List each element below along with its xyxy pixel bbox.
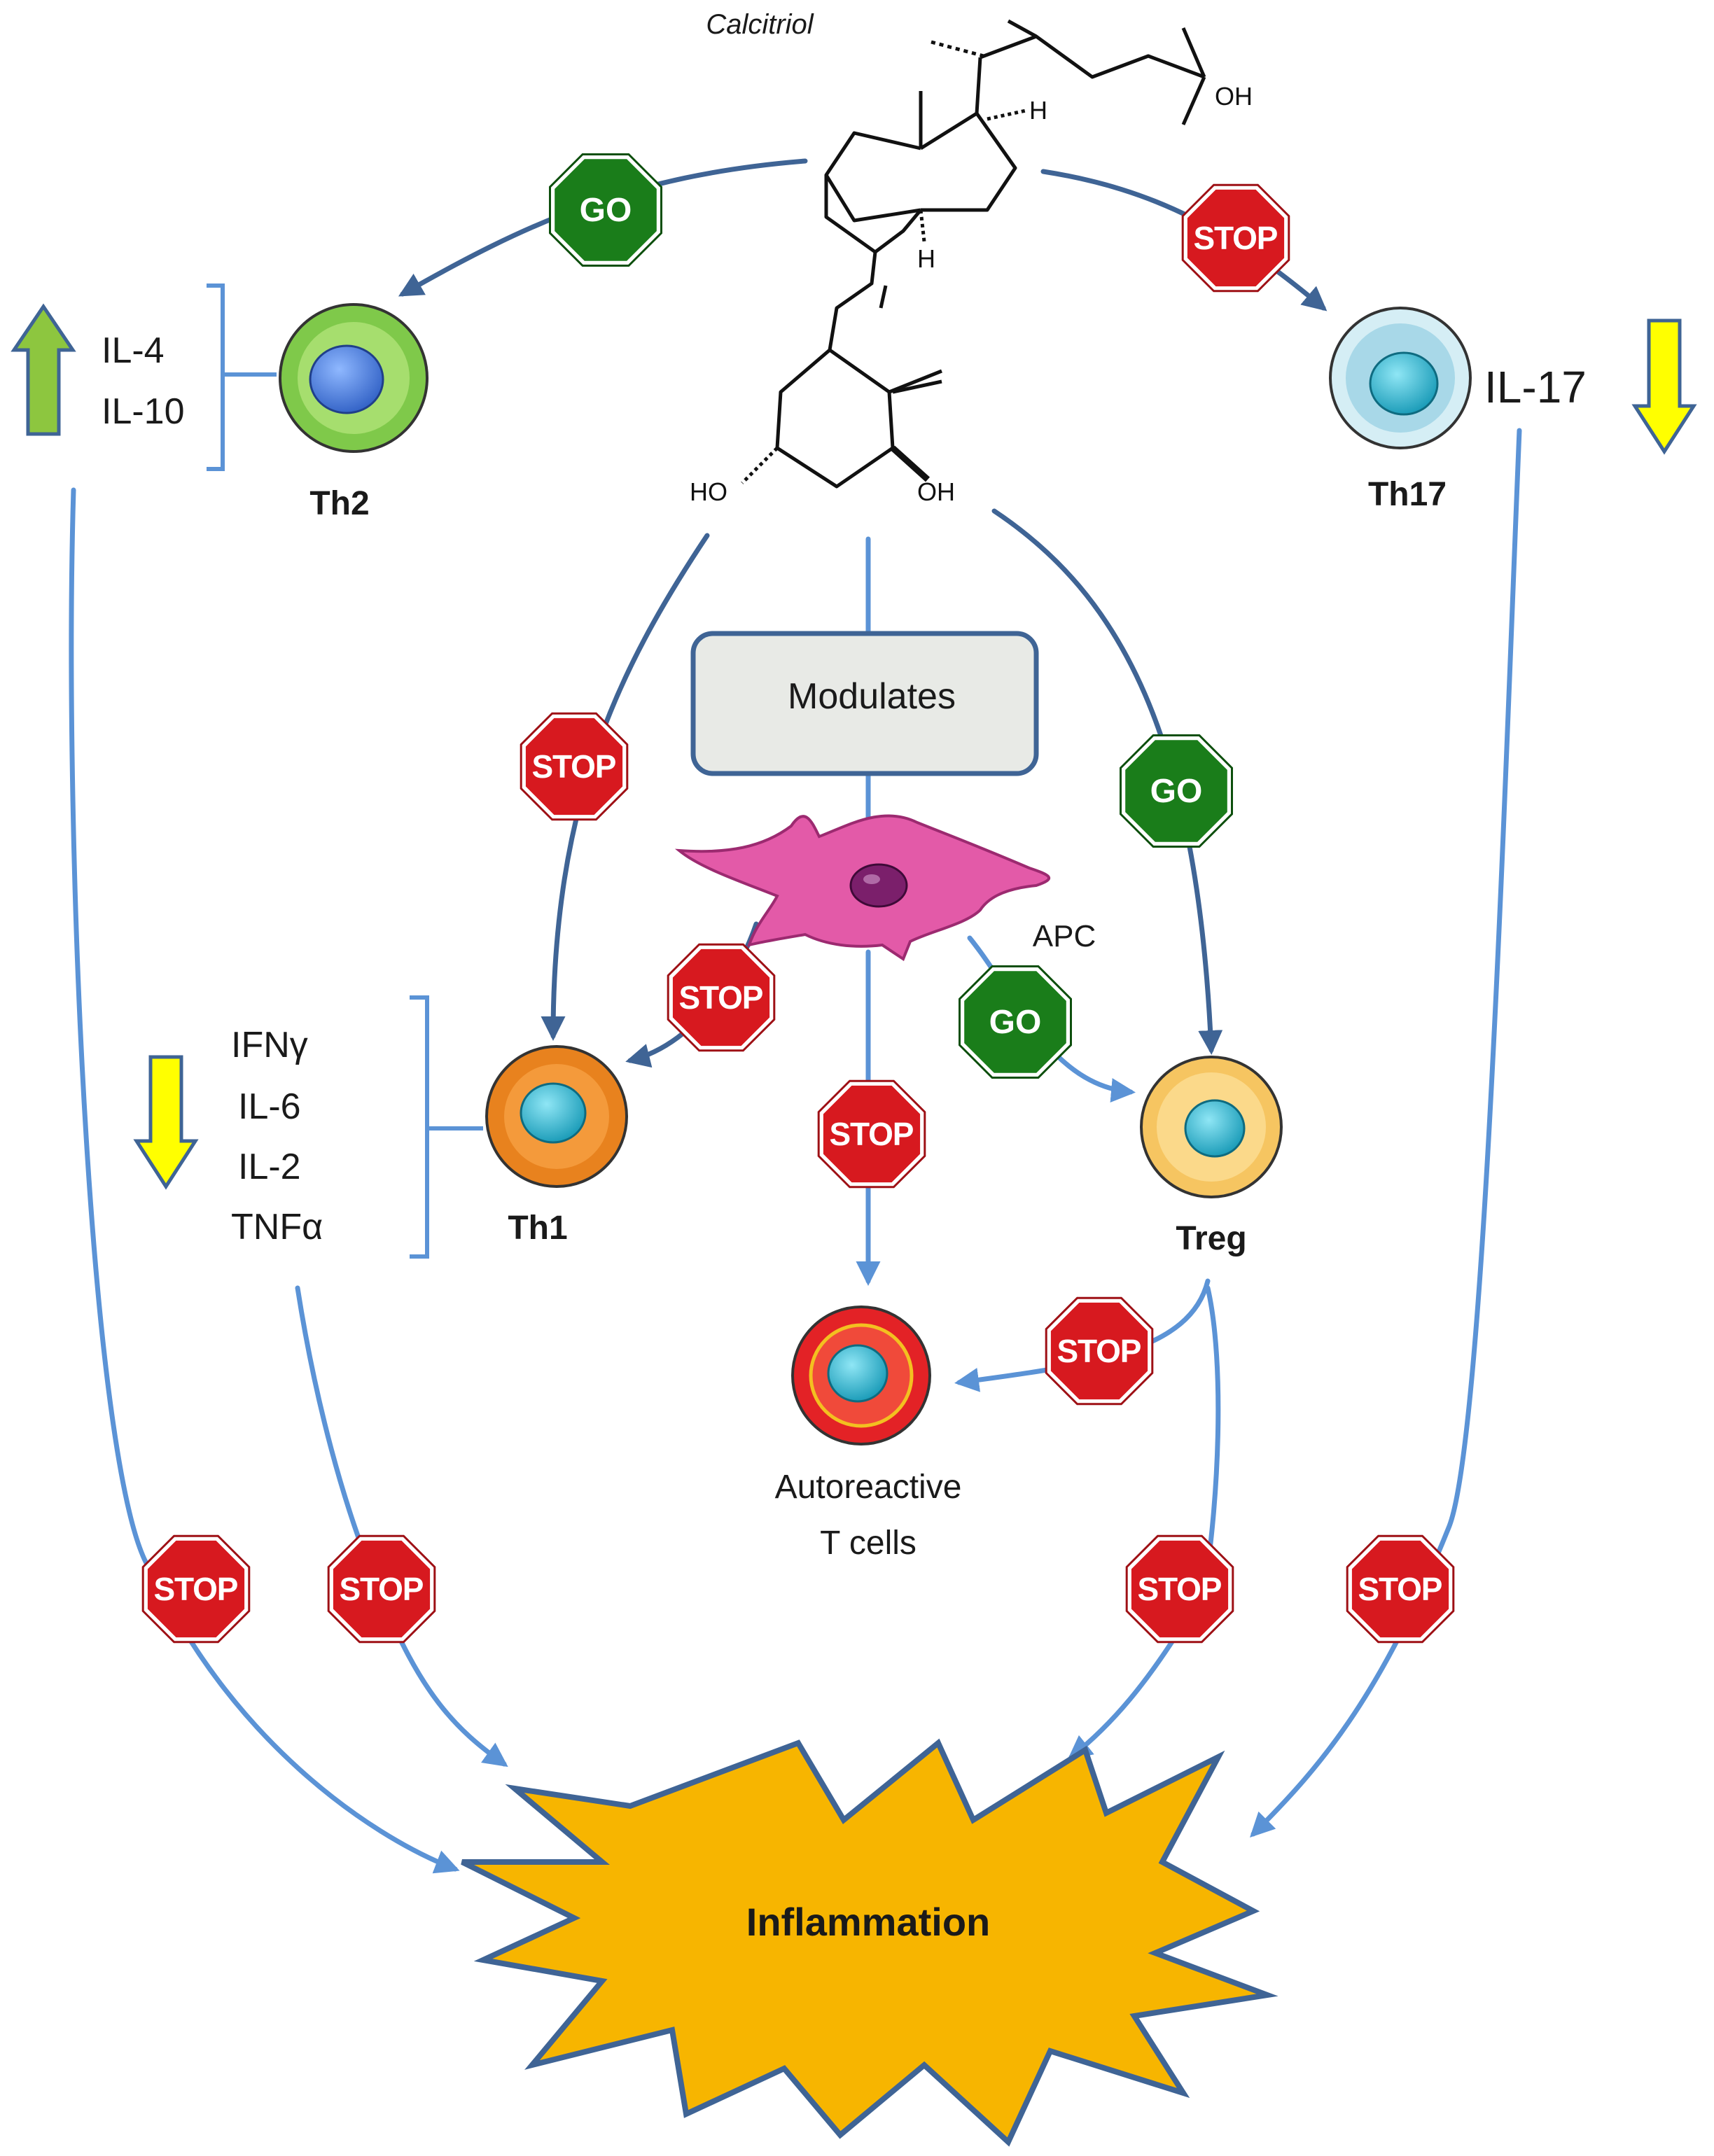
down-arrow-icon-th1 <box>133 1055 199 1190</box>
stop-sign-th17-inflammation: STOP <box>1346 1534 1455 1644</box>
cytokine-il-2: IL-2 <box>238 1147 301 1187</box>
cytokine-il-6: IL-6 <box>238 1086 301 1127</box>
apc-cell <box>674 814 1051 962</box>
th2-cell <box>279 303 428 453</box>
diagram-title: Calcitriol <box>706 9 814 40</box>
arrow-th17-to-inflammation <box>1250 428 1522 1837</box>
cytokine-ifn-gamma: IFNγ <box>231 1025 308 1065</box>
stop-sign-label: STOP <box>1358 1571 1443 1607</box>
th17-label: Th17 <box>1368 476 1447 513</box>
th17-cytokine-group: IL-17 <box>1484 318 1697 455</box>
molecule-oh-left: HO <box>690 477 727 506</box>
stop-sign-label: STOP <box>1057 1333 1142 1369</box>
stop-sign-label: STOP <box>679 979 764 1016</box>
autoreactive-label-line2: T cells <box>820 1525 917 1562</box>
go-sign-label: GO <box>580 192 632 229</box>
calcitriol-structure <box>741 19 1206 489</box>
up-arrow-icon <box>11 303 76 436</box>
stop-sign-label: STOP <box>830 1116 914 1152</box>
molecule-h-mid: H <box>917 244 935 273</box>
go-sign-treg-path: GO <box>1120 734 1233 848</box>
cytokine-il-17: IL-17 <box>1484 362 1587 412</box>
molecule-h-top: H <box>1029 96 1047 125</box>
stop-sign-apc-autoreactive: STOP <box>817 1079 926 1189</box>
down-arrow-icon-th17 <box>1631 318 1697 455</box>
stop-sign-label: STOP <box>1194 220 1278 256</box>
th1-label: Th1 <box>508 1210 567 1247</box>
stop-sign-treg-inflammation: STOP <box>1125 1534 1234 1644</box>
stop-sign-th17: STOP <box>1181 183 1290 293</box>
cytokine-tnf-alpha: TNFα <box>231 1207 323 1247</box>
stop-sign-th1-inflammation: STOP <box>327 1534 436 1644</box>
stop-sign-label: STOP <box>532 748 617 785</box>
th1-bracket <box>410 995 448 1259</box>
autoreactive-label-line1: Autoreactive <box>775 1469 962 1506</box>
go-sign-label: GO <box>1150 773 1203 810</box>
th17-cell <box>1329 307 1472 449</box>
inflammation-burst: Inflammation <box>461 1738 1278 2147</box>
apc-label: APC <box>1033 919 1096 953</box>
th1-cytokine-group: IFNγ IL-6 IL-2 TNFα <box>133 995 483 1259</box>
cytokine-il-4: IL-4 <box>102 330 165 371</box>
stop-sign-th2-inflammation: STOP <box>141 1534 251 1644</box>
modulates-box: Modulates <box>690 631 1039 776</box>
treg-label: Treg <box>1176 1220 1246 1257</box>
th1-cell <box>485 1045 628 1188</box>
arrow-th2-to-inflammation <box>69 487 460 1874</box>
autoreactive-t-cell <box>791 1306 931 1446</box>
th2-cytokine-group: IL-4 IL-10 <box>11 284 277 471</box>
th2-label: Th2 <box>309 485 369 522</box>
stop-sign-label: STOP <box>154 1571 239 1607</box>
go-sign-th2: GO <box>549 153 662 267</box>
treg-cell <box>1140 1056 1283 1198</box>
stop-sign-apc-th1: STOP <box>667 943 776 1052</box>
molecule-oh-right: OH <box>1215 82 1253 111</box>
th2-bracket <box>207 284 238 471</box>
modulates-label: Modulates <box>788 676 956 717</box>
stop-sign-label: STOP <box>340 1571 424 1607</box>
arrow-calcitriol-to-treg <box>991 508 1223 1055</box>
stop-sign-th1-path: STOP <box>520 712 629 821</box>
stop-sign-label: STOP <box>1138 1571 1222 1607</box>
stop-sign-treg-autoreactive: STOP <box>1045 1296 1154 1406</box>
inflammation-label: Inflammation <box>746 1900 990 1944</box>
go-sign-apc-treg: GO <box>959 965 1072 1079</box>
molecule-oh-bottom: OH <box>917 477 955 506</box>
arrow-th1-to-inflammation <box>295 1285 508 1768</box>
go-sign-label: GO <box>989 1004 1042 1041</box>
cytokine-il-10: IL-10 <box>102 391 185 432</box>
